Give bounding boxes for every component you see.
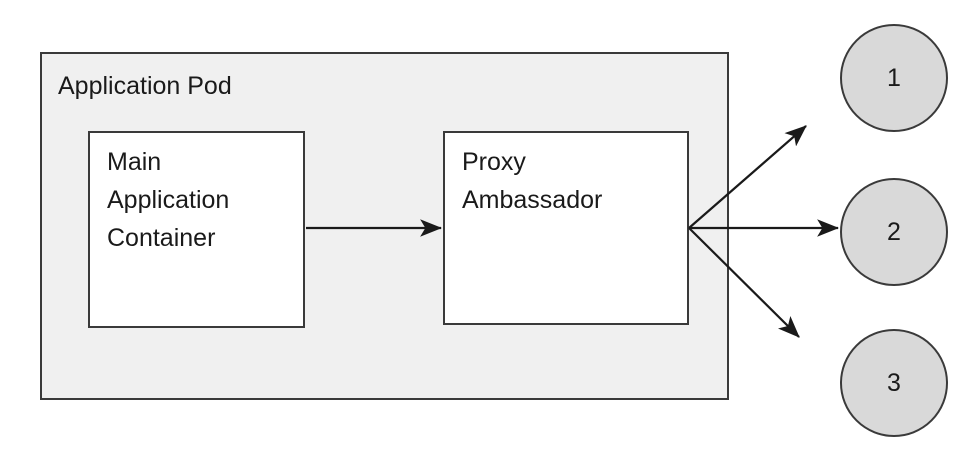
- backend-node-3-label: 3: [887, 368, 901, 397]
- proxy-ambassador-box[interactable]: Proxy Ambassador: [443, 131, 689, 325]
- backend-node-1[interactable]: 1: [840, 24, 948, 132]
- main-application-container-label: Main Application Container: [107, 148, 230, 252]
- backend-node-2-label: 2: [887, 217, 901, 246]
- backend-node-2[interactable]: 2: [840, 178, 948, 286]
- proxy-ambassador-label: Proxy Ambassador: [462, 148, 603, 214]
- application-pod-label: Application Pod: [58, 72, 232, 100]
- main-application-container-box[interactable]: Main Application Container: [88, 131, 305, 328]
- backend-node-3[interactable]: 3: [840, 329, 948, 437]
- backend-node-1-label: 1: [887, 63, 901, 92]
